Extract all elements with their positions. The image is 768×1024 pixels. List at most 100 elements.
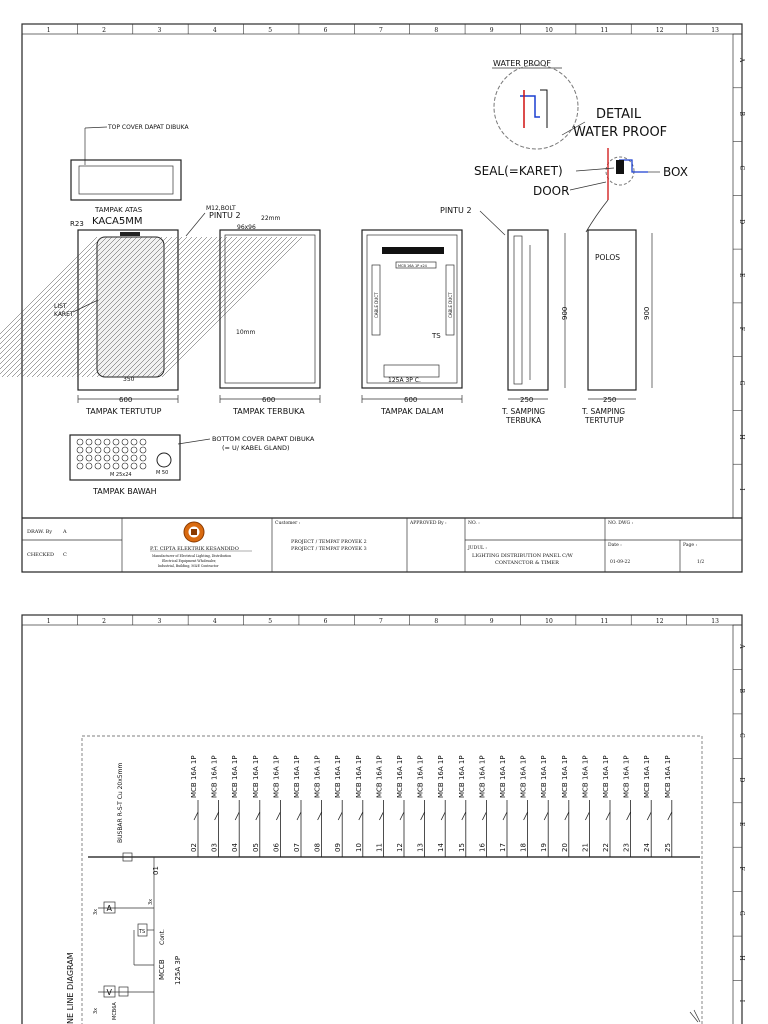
main-breaker-rail [383, 364, 440, 378]
breaker-label: MCB 16A 1P [581, 755, 589, 798]
circuit-number: 25 [664, 843, 672, 852]
circuit-number: 13 [417, 843, 425, 852]
gland-hole [103, 462, 111, 470]
inside-caption: TAMPAK DALAM [380, 407, 444, 416]
row-letter: B [738, 689, 745, 694]
column-number: 12 [656, 618, 664, 625]
gland-hole [85, 438, 93, 446]
gland-hole [85, 446, 93, 454]
no-dwg-label: NO. DWG : [608, 520, 633, 526]
checked-label: CHECKED [27, 552, 54, 558]
single-line-title: NE LINE DIAGRAM [66, 952, 75, 1024]
breaker-contact [276, 811, 281, 821]
large-gland [156, 452, 172, 468]
panel-boundary [81, 735, 703, 1024]
side-closed-height: 900 [643, 307, 651, 320]
company-name: P.T. CIPTA ELEKTRIK KESANDIDO [150, 546, 239, 552]
breaker-contact [440, 811, 446, 821]
inside-door-label: PINTU 2 [440, 206, 472, 215]
detail-label-1: DETAIL [596, 107, 642, 122]
circuit-number: 23 [623, 843, 631, 852]
offset-label: 10mm [236, 329, 255, 336]
breaker-contact [399, 811, 405, 821]
ammeter-3x-label: 3x [93, 909, 99, 915]
side-closed-view: POLOS 900 250 T. SAMPING TERTUTUP [581, 229, 653, 425]
bolt-label: M12,BOLT [206, 205, 236, 212]
breaker-contact [667, 811, 673, 821]
detail-box-profile [520, 95, 540, 118]
top-cover-note: TOP COVER DAPAT DIBUKA [107, 124, 189, 131]
breaker-contact [461, 811, 467, 821]
column-number: 1 [47, 27, 51, 34]
glass-label: KACA5MM [92, 216, 143, 227]
column-number: 1 [47, 618, 51, 625]
row-letter: G [738, 911, 745, 916]
breaker-contact [234, 811, 240, 821]
breaker-contact [564, 811, 570, 821]
breaker-label: MCB 16A 1P [396, 755, 404, 798]
row-letter: C [738, 733, 745, 738]
door-label: DOOR [533, 184, 569, 198]
column-number: 8 [434, 618, 438, 625]
breaker-label: MCB 16A 1P [643, 755, 651, 798]
gland-hole [85, 462, 93, 470]
title-block: DRAW. By A CHECKED C P.T. CIPTA ELEKTRIK… [22, 517, 742, 572]
top-view-body [70, 159, 182, 201]
gland-hole [139, 438, 147, 446]
gland-hole [121, 446, 129, 454]
row-letter: H [738, 434, 745, 439]
gland-hole [112, 462, 120, 470]
circuit-number: 07 [293, 843, 301, 852]
voltmeter-label: V [107, 988, 113, 997]
contactor-label: Cont. [159, 929, 166, 945]
sheet-2-row-ruler [732, 624, 743, 1024]
detail-zoom-circle [493, 64, 579, 150]
date-value: 01-09-22 [610, 559, 630, 565]
row-letter: G [738, 381, 745, 386]
row-letter: H [738, 955, 745, 960]
column-number: 8 [434, 27, 438, 34]
contactor-3x-label: 3x [148, 899, 154, 905]
row-letter: D [738, 778, 745, 783]
inside-panel-body [361, 229, 463, 389]
breaker-label: MCB 16A 1P [478, 755, 486, 798]
circuit-number: 18 [520, 843, 528, 852]
side-closed-caption-1: T. SAMPING [581, 407, 625, 416]
column-number: 7 [379, 27, 383, 34]
mccb-rating: 125A 3P [174, 956, 182, 985]
breaker-contact [646, 811, 652, 821]
circuit-number: 21 [581, 843, 589, 852]
water-proof-detail: WATER PROOF DETAIL WATER PROOF SEAL(=KAR… [474, 59, 688, 233]
row-letter: I [738, 1000, 745, 1003]
breaker-contact [214, 811, 219, 821]
gap-label: 22mm [261, 215, 280, 222]
breaker-contact [482, 811, 487, 821]
closed-caption: TAMPAK TERTUTUP [85, 407, 162, 416]
gland-hole [94, 462, 102, 470]
company-sub-2: Electrical Equipment Wholesaler, [162, 559, 216, 563]
open-door-label: PINTU 2 [209, 211, 241, 220]
water-proof-title: WATER PROOF [493, 59, 551, 68]
meter-size-label: 96x96 [237, 224, 256, 231]
side-open-caption-1: T. SAMPING [501, 407, 545, 416]
side-open-view: 900 250 T. SAMPING TERBUKA [501, 229, 569, 425]
open-panel-body [219, 229, 321, 389]
breaker-label: MCB 16A 1P [355, 755, 363, 798]
gland-hole [130, 446, 138, 454]
circuit-number: 22 [602, 843, 610, 852]
seal-gasket [616, 160, 624, 174]
breaker-label: MCB 16A 1P [499, 755, 507, 798]
gland-hole [139, 446, 147, 454]
column-number: 5 [268, 27, 272, 34]
breaker-label: MCB 16A 1P [334, 755, 342, 798]
breaker-contact [296, 811, 302, 821]
gland-hole [76, 454, 84, 462]
rubber-label: KARET [54, 311, 74, 318]
cable-duct-left-label: CABLE DUCT [374, 292, 379, 318]
column-number: 6 [324, 618, 328, 625]
column-number: 4 [213, 618, 217, 625]
circuit-number: 08 [314, 843, 322, 852]
gland-hole [139, 454, 147, 462]
